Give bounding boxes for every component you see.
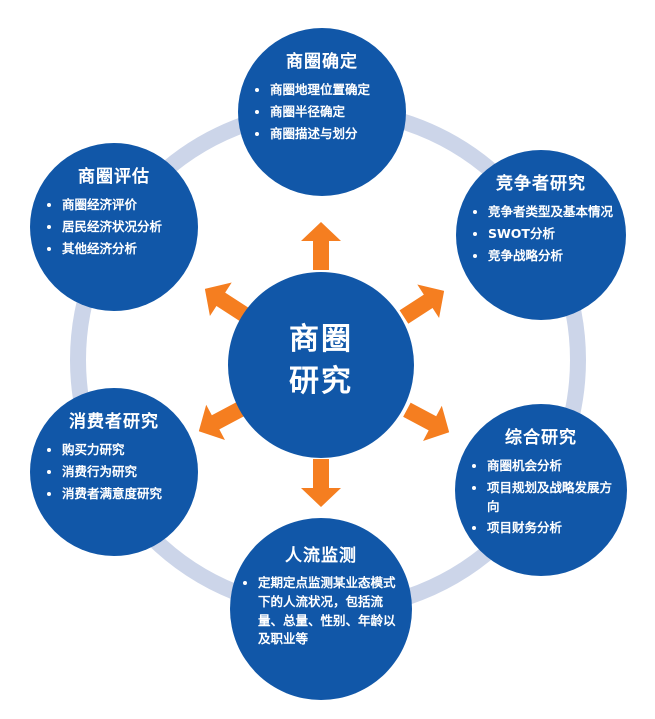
node-business-district-evaluation: 商圈评估 商圈经济评价居民经济状况分析其他经济分析: [30, 143, 198, 311]
node-title: 综合研究: [505, 428, 577, 448]
node-bullet-list: 购买力研究消费行为研究消费者满意度研究: [62, 441, 186, 503]
arrow-up-left-icon: [194, 272, 256, 332]
bullet-item: 购买力研究: [62, 441, 186, 460]
bullet-item: 项目财务分析: [487, 519, 615, 538]
node-business-district-determination: 商圈确定 商圈地理位置确定商圈半径确定商圈描述与划分: [238, 28, 406, 196]
node-consumer-research: 消费者研究 购买力研究消费行为研究消费者满意度研究: [30, 388, 198, 556]
node-bullet-list: 商圈机会分析项目规划及战略发展方向项目财务分析: [487, 457, 615, 538]
node-bullet-list: 商圈经济评价居民经济状况分析其他经济分析: [62, 196, 186, 258]
bullet-item: 居民经济状况分析: [62, 218, 186, 237]
node-competitor-research: 竞争者研究 竞争者类型及基本情况 SWOT分析竞争战略分析: [456, 150, 626, 320]
node-title: 竞争者研究: [496, 174, 586, 194]
bullet-item: 消费行为研究: [62, 463, 186, 482]
arrow-down-icon: [301, 459, 341, 507]
node-title: 商圈确定: [286, 52, 358, 72]
bullet-item: 定期定点监测某业态模式下的人流状况，包括流量、总量、性别、年龄以及职业等: [258, 574, 400, 649]
center-title-line1: 商圈: [289, 322, 353, 357]
arrow-down-right-icon: [397, 392, 458, 450]
node-title: 消费者研究: [69, 412, 159, 432]
bullet-item: 竞争战略分析: [488, 247, 614, 266]
bullet-item: 其他经济分析: [62, 240, 186, 259]
bullet-item: 消费者满意度研究: [62, 485, 186, 504]
bullet-item: 商圈地理位置确定: [270, 81, 394, 100]
bullet-item: 商圈机会分析: [487, 457, 615, 476]
center-title-line2: 研究: [289, 364, 353, 399]
node-bullet-list: 竞争者类型及基本情况 SWOT分析竞争战略分析: [488, 203, 614, 265]
bullet-item: 项目规划及战略发展方向: [487, 479, 615, 517]
bullet-item: 商圈经济评价: [62, 196, 186, 215]
arrow-up-icon: [301, 222, 341, 270]
node-pedestrian-flow-monitoring: 人流监测 定期定点监测某业态模式下的人流状况，包括流量、总量、性别、年龄以及职业…: [230, 518, 412, 700]
bullet-item: 竞争者类型及基本情况: [488, 203, 614, 222]
node-title: 人流监测: [285, 546, 357, 566]
bullet-item: 商圈描述与划分: [270, 125, 394, 144]
node-bullet-list: 定期定点监测某业态模式下的人流状况，包括流量、总量、性别、年龄以及职业等: [258, 574, 400, 649]
bullet-item: 商圈半径确定: [270, 103, 394, 122]
center-hub-business-district-research: 商圈 研究: [228, 272, 414, 458]
arrow-up-right-icon: [393, 274, 455, 334]
node-title: 商圈评估: [78, 167, 150, 187]
arrow-down-left-icon: [189, 391, 250, 449]
node-bullet-list: 商圈地理位置确定商圈半径确定商圈描述与划分: [270, 81, 394, 143]
bullet-item: SWOT分析: [488, 225, 614, 244]
node-comprehensive-research: 综合研究 商圈机会分析项目规划及战略发展方向项目财务分析: [455, 404, 627, 576]
